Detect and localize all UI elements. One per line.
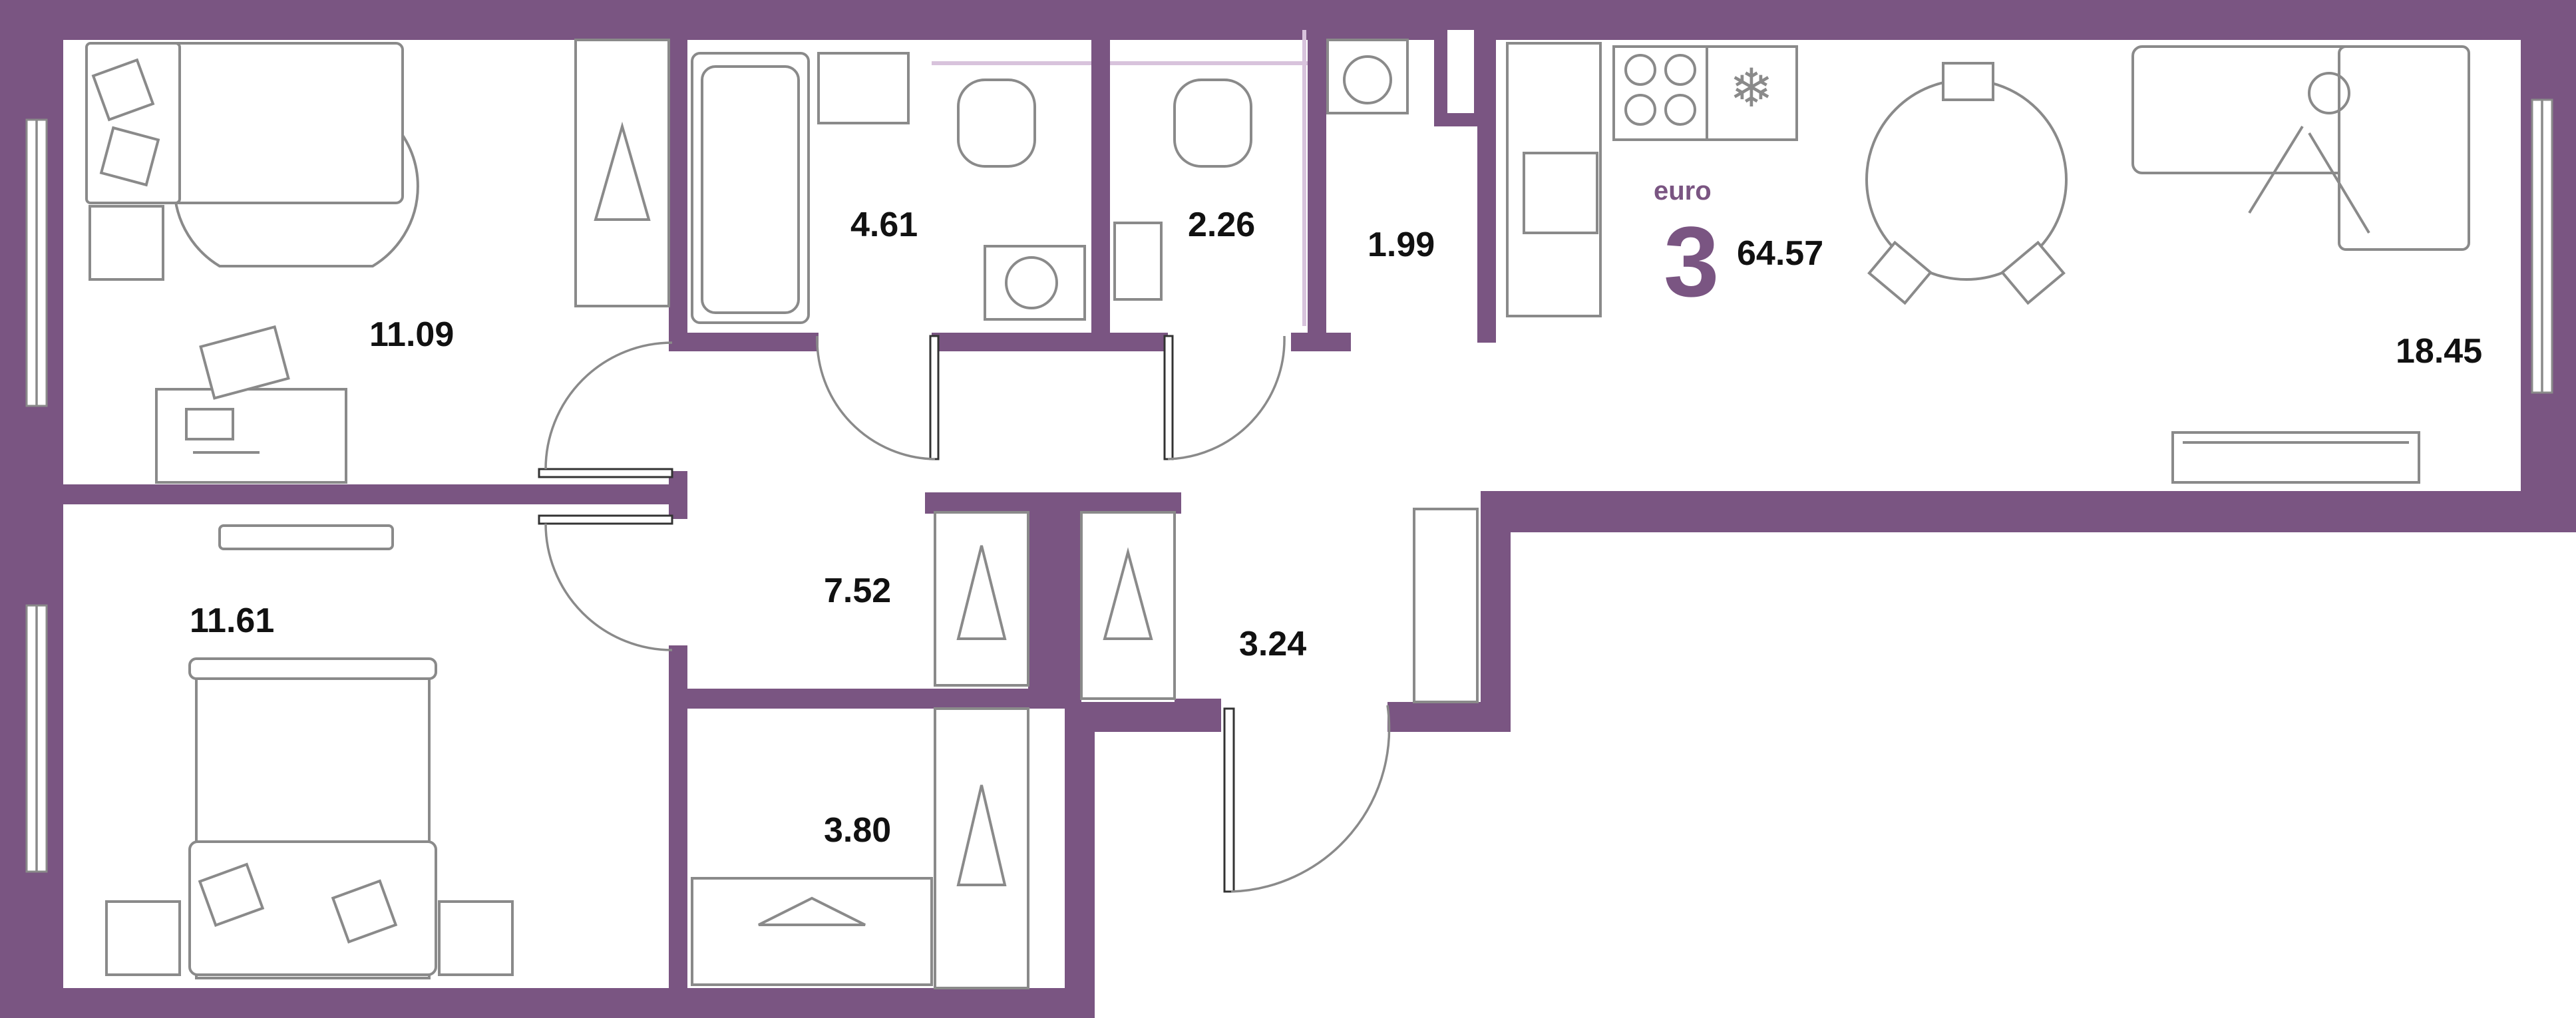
wardrobe-icon [574, 39, 670, 307]
closet-wardrobe-icon [934, 707, 1029, 989]
plan-summary: euro 3 64.57 [1654, 176, 1823, 317]
door-openings [669, 333, 1467, 732]
room-area-bedroom-bottom-left: 11.61 [190, 601, 274, 640]
room-count: 3 [1664, 206, 1719, 317]
room-area-toilet: 2.26 [1188, 206, 1255, 244]
fixtures: ❄ [85, 30, 2470, 989]
doors [538, 335, 1391, 893]
fridge-icon [1706, 45, 1798, 141]
sink-icon [817, 52, 910, 124]
hall-wardrobe-icon [934, 511, 1029, 687]
room-area-wardrobe: 3.80 [824, 811, 891, 850]
toilet-icon [1173, 79, 1252, 168]
room-area-bathroom: 4.61 [850, 206, 918, 244]
windows [25, 98, 2553, 873]
format-label: euro [1654, 176, 1712, 206]
total-area: 64.57 [1737, 234, 1823, 273]
desk-icon [155, 388, 347, 484]
room-area-laundry-closet: 1.99 [1368, 226, 1435, 264]
room-area-entrance-hall: 3.24 [1239, 625, 1306, 663]
room-areas: 11.09 4.61 2.26 1.99 18.45 11.61 7.52 3.… [190, 206, 2482, 850]
bathtub-icon [691, 52, 810, 324]
room-area-kitchen-living: 18.45 [2396, 332, 2482, 371]
room-area-hallway: 7.52 [824, 572, 891, 610]
svg-text:❄: ❄ [1729, 59, 1773, 118]
dryer-icon [1326, 39, 1409, 114]
tv-stand-icon [2171, 431, 2420, 484]
entrance-wardrobe-icon [1080, 511, 1176, 700]
room-area-bedroom-top-left: 11.09 [369, 315, 454, 354]
shoe-rack-icon [1413, 508, 1479, 703]
